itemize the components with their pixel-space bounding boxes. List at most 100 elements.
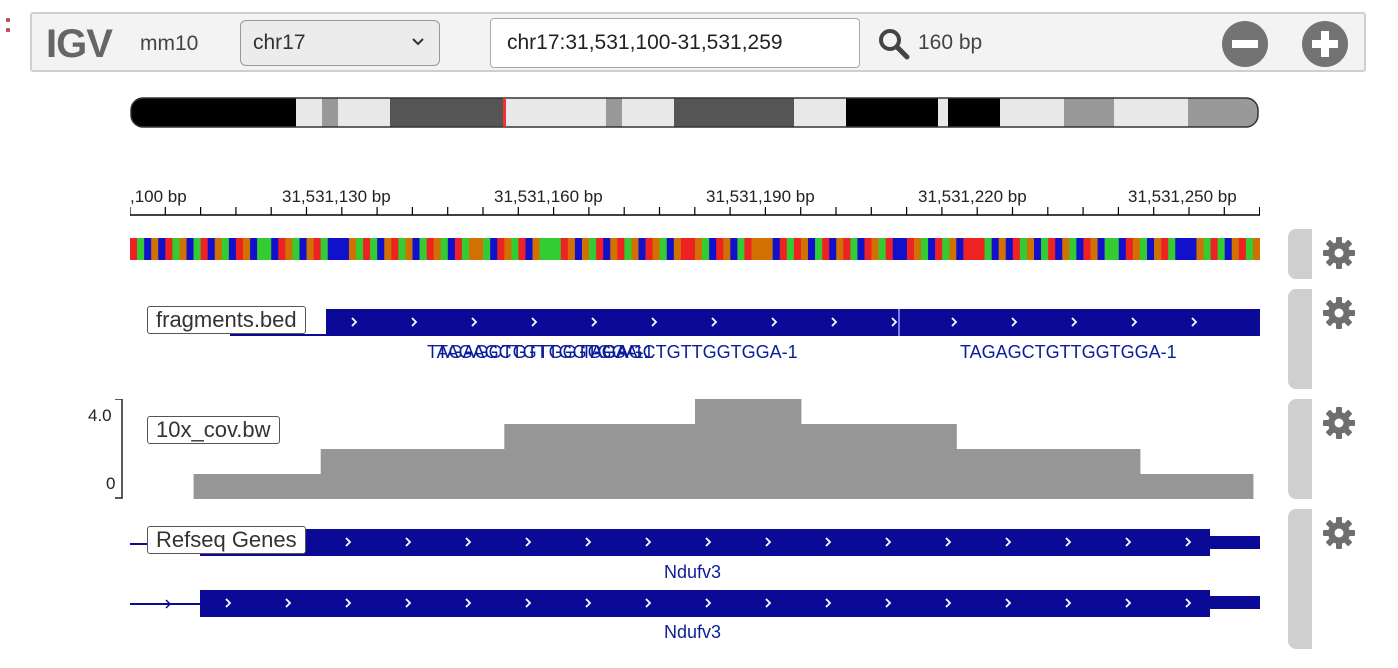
strand-arrow: [405, 598, 412, 608]
sequence-base: [723, 238, 731, 260]
sequence-base: [1217, 238, 1225, 260]
sequence-base: [193, 238, 201, 260]
track-drag-handle[interactable]: [1288, 289, 1312, 389]
sequence-base: [1154, 238, 1162, 260]
sequence-base: [808, 238, 816, 260]
sequence-base: [652, 238, 660, 260]
sequence-base: [532, 238, 540, 260]
strand-arrow: [1125, 598, 1132, 608]
sequence-base: [186, 238, 194, 260]
drag-handle-icon[interactable]: [6, 18, 12, 40]
ruler-tick-label: 31,531,130 bp: [282, 187, 391, 206]
sequence-base: [730, 238, 738, 260]
sequence-base: [666, 238, 675, 260]
sequence-base: [370, 238, 378, 260]
sequence-base: [779, 238, 788, 260]
sequence-base: [207, 238, 216, 260]
sequence-base: [334, 238, 343, 260]
track-drag-handle[interactable]: [1288, 509, 1312, 649]
fragments-track-name[interactable]: fragments.bed: [147, 306, 306, 334]
chromosome-select[interactable]: chr17: [240, 20, 440, 66]
genes-track-name[interactable]: Refseq Genes: [147, 526, 306, 554]
gene-utr[interactable]: [1210, 536, 1260, 549]
sequence-base: [384, 238, 392, 260]
gene-exon[interactable]: [200, 590, 1210, 617]
refseq-genes-track[interactable]: [130, 520, 1260, 630]
track-drag-handle[interactable]: [1288, 229, 1312, 279]
sequence-base: [998, 238, 1007, 260]
coverage-track-name[interactable]: 10x_cov.bw: [147, 416, 280, 444]
sequence-base: [1168, 238, 1176, 260]
strand-arrow: [1071, 317, 1078, 327]
strand-arrow: [411, 317, 418, 327]
strand-arrow: [771, 317, 778, 327]
locus-search-input[interactable]: chr17:31,531,100-31,531,259: [490, 18, 860, 68]
gene-exon[interactable]: [200, 529, 1210, 556]
sequence-base: [440, 238, 449, 260]
sequence-base: [1231, 238, 1240, 260]
sequence-base: [525, 238, 533, 260]
strand-arrow: [825, 598, 832, 608]
sequence-base: [1132, 238, 1141, 260]
sequence-base: [454, 238, 463, 260]
zoom-out-button[interactable]: [1222, 21, 1268, 67]
strand-arrow: [945, 598, 952, 608]
gear-icon[interactable]: [1322, 296, 1356, 330]
sequence-base: [1076, 238, 1084, 260]
sequence-base: [250, 238, 258, 260]
sequence-base: [1224, 238, 1233, 260]
chromosome-ideogram[interactable]: [130, 97, 1260, 129]
coverage-track[interactable]: [0, 399, 1260, 499]
sequence-base: [1111, 238, 1120, 260]
sequence-base: [363, 238, 371, 260]
coverage-bar: [320, 449, 505, 499]
sequence-base: [419, 238, 427, 260]
sequence-base: [928, 238, 936, 260]
sequence-base: [793, 238, 802, 260]
fragments-bed-track[interactable]: [130, 300, 1260, 345]
sequence-base: [257, 238, 265, 260]
strand-arrow: [1005, 537, 1012, 547]
sequence-base: [864, 238, 872, 260]
strand-arrow: [1065, 537, 1072, 547]
bed-feature[interactable]: [326, 309, 1260, 336]
ruler-tick-label: 31,531,190 bp: [706, 187, 815, 206]
current-region-marker: [503, 98, 506, 127]
ruler-tick-label: 31,531,250 bp: [1128, 187, 1237, 206]
ruler-track[interactable]: [130, 180, 1260, 220]
sequence-base: [306, 238, 314, 260]
strand-arrow: [711, 317, 718, 327]
gear-icon[interactable]: [1322, 516, 1356, 550]
sequence-base: [348, 238, 357, 260]
sequence-base: [377, 238, 385, 260]
sequence-base: [921, 238, 929, 260]
sequence-base: [702, 238, 710, 260]
sequence-base: [659, 238, 668, 260]
gear-icon[interactable]: [1322, 406, 1356, 440]
sequence-base: [956, 238, 964, 260]
strand-arrow: [345, 598, 352, 608]
sequence-base: [1210, 238, 1218, 260]
strand-arrow: [345, 537, 352, 547]
sequence-base: [977, 238, 985, 260]
zoom-in-button[interactable]: [1302, 21, 1348, 67]
sequence-base: [271, 238, 279, 260]
sequence-base: [567, 238, 576, 260]
sequence-base: [815, 238, 823, 260]
sequence-base: [1139, 238, 1148, 260]
sequence-base: [461, 238, 470, 260]
sequence-base: [836, 238, 844, 260]
gear-icon[interactable]: [1322, 236, 1356, 270]
sequence-track[interactable]: [130, 238, 1260, 260]
sequence-base: [490, 238, 498, 260]
sequence-base: [137, 238, 145, 260]
genome-label[interactable]: mm10: [140, 32, 199, 55]
sequence-base: [786, 238, 795, 260]
bed-feature-label: TAGAGCTGTTGGTGGA-1: [581, 342, 798, 362]
gene-utr[interactable]: [1210, 596, 1260, 609]
sequence-base: [1090, 238, 1098, 260]
search-icon[interactable]: [878, 28, 910, 60]
track-drag-handle[interactable]: [1288, 399, 1312, 499]
sequence-base: [645, 238, 653, 260]
ruler-tick-label: 31,531,160 bp: [494, 187, 603, 206]
